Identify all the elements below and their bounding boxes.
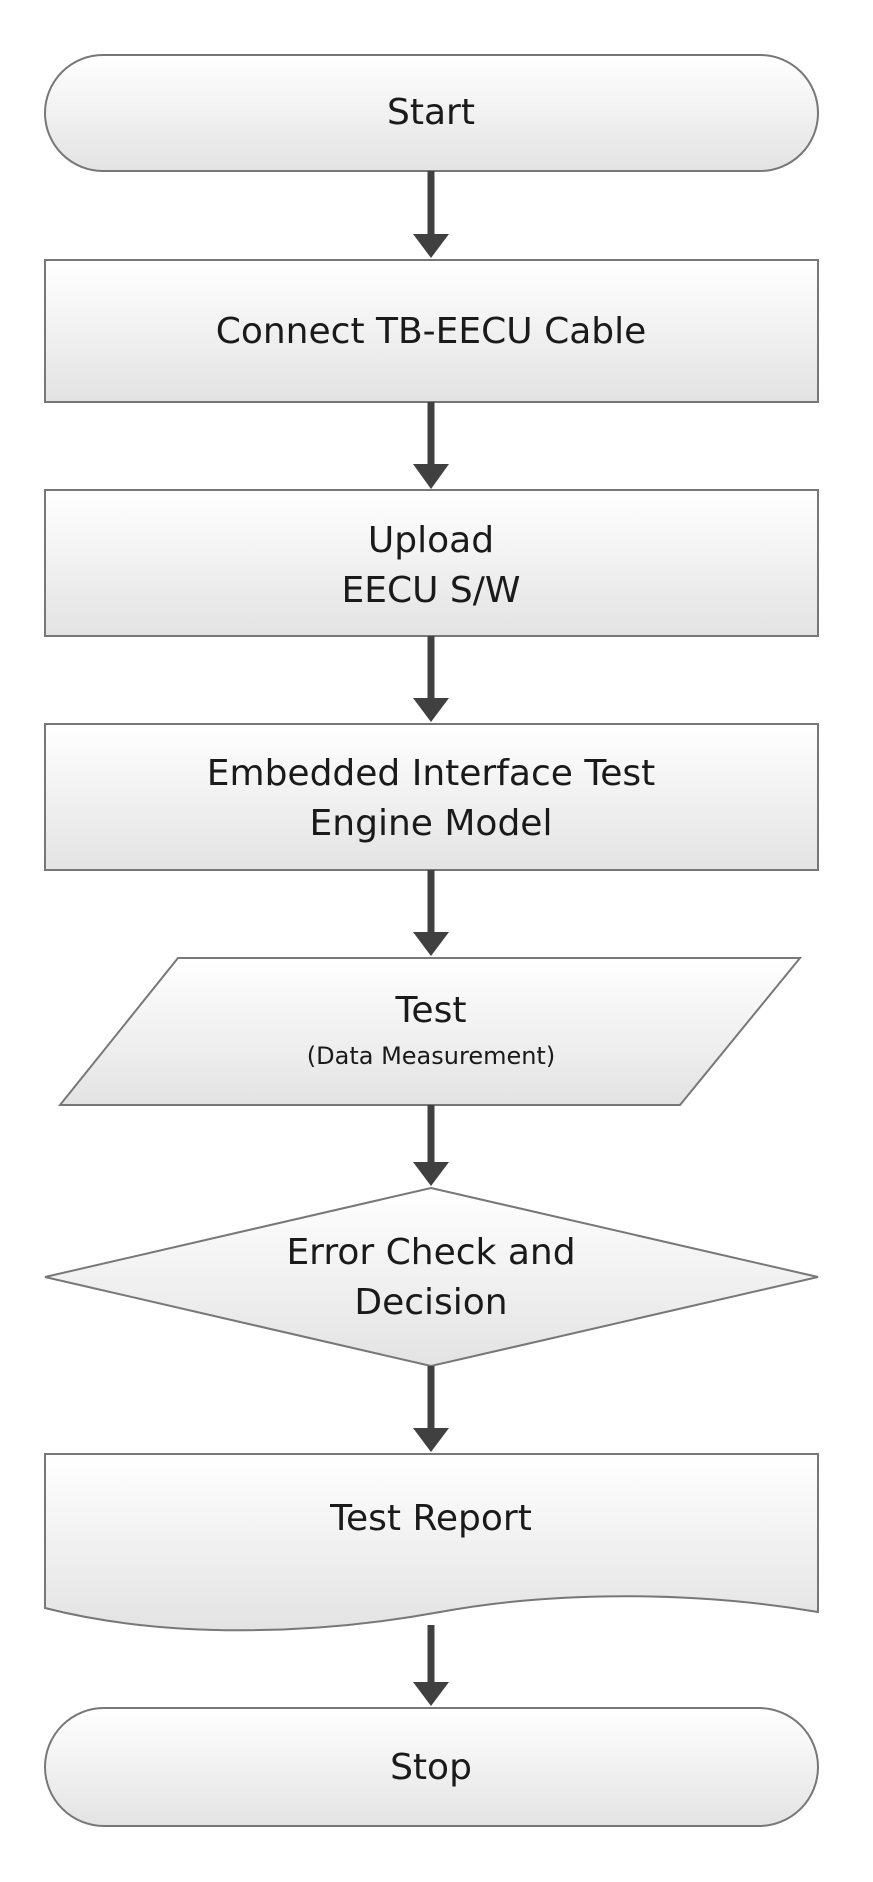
start-label: Start [387, 92, 475, 133]
connect-process: Connect TB-EECU Cable [44, 259, 819, 403]
upload-process: Upload EECU S/W [44, 489, 819, 637]
decision-diamond: Error Check and Decision [44, 1186, 819, 1368]
test-label-line2: (Data Measurement) [307, 1042, 555, 1070]
test-data-io: Test (Data Measurement) [57, 957, 803, 1106]
test-label-line1: Test [395, 990, 467, 1031]
connect-label: Connect TB-EECU Cable [216, 311, 647, 352]
stop-terminator: Stop [44, 1707, 819, 1827]
arrow-connect-to-upload [413, 402, 449, 489]
embedded-process: Embedded Interface Test Engine Model [44, 723, 819, 871]
decision-label-line1: Error Check and [286, 1232, 575, 1273]
decision-label-line2: Decision [354, 1282, 507, 1323]
upload-label-line1: Upload [368, 520, 494, 561]
arrow-test-to-decision [413, 1105, 449, 1186]
arrow-upload-to-embedded [413, 636, 449, 722]
embedded-label-line1: Embedded Interface Test [207, 753, 655, 794]
report-label: Test Report [329, 1498, 532, 1539]
arrow-embedded-to-test [413, 870, 449, 956]
report-document: Test Report [44, 1453, 819, 1632]
stop-label: Stop [390, 1747, 472, 1788]
upload-label-line2: EECU S/W [342, 570, 521, 611]
arrow-decision-to-report [413, 1366, 449, 1452]
arrow-start-to-connect [413, 171, 449, 258]
arrow-report-to-stop [413, 1625, 449, 1706]
embedded-label-line2: Engine Model [310, 803, 553, 844]
start-terminator: Start [44, 54, 819, 172]
